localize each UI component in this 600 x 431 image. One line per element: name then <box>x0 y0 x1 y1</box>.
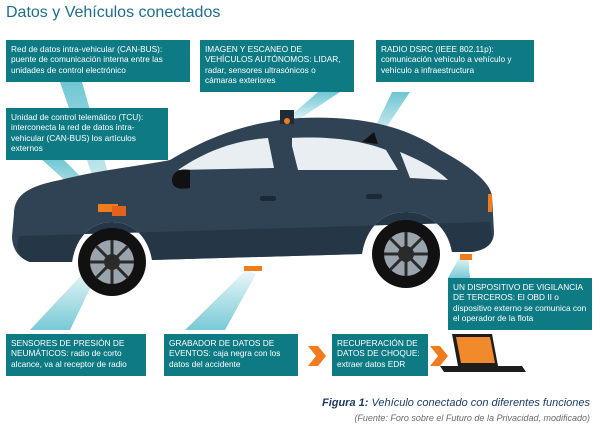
dsrc-antenna <box>362 132 378 144</box>
door-handle <box>366 194 382 199</box>
arrow-icon <box>430 346 448 366</box>
tire-beam <box>30 268 98 330</box>
headlight-can <box>98 204 118 212</box>
back-window <box>400 152 448 180</box>
imaging-beam <box>288 92 340 120</box>
car-shade <box>17 212 493 262</box>
crash-box: RECUPERACIÓN DE DATOS DE CHOQUE: extraer… <box>332 334 428 376</box>
imaging-box: IMAGEN Y ESCANEO DE VEHÍCULOS AUTÓNOMOS:… <box>200 40 354 92</box>
figure-title: Datos y Vehículos conectados <box>6 4 221 21</box>
rear-light <box>488 194 492 212</box>
third-party-box: UN DISPOSITIVO DE VIGILANCIA DE TERCEROS… <box>448 278 592 330</box>
rear-window <box>290 137 398 170</box>
dsrc-box: RADIO DSRC (IEEE 802.11p): comunicación … <box>376 40 534 82</box>
tire-box: SENSORES DE PRESIÓN DE NEUMÁTICOS: radio… <box>6 334 146 376</box>
side-mirror <box>172 169 190 189</box>
figure-caption: Figura 1: Vehículo conectado con diferen… <box>322 397 590 409</box>
rear-wheel <box>372 220 440 288</box>
recorder-box: GRABADOR DE DATOS DE EVENTOS: caja negra… <box>164 334 298 376</box>
front-window <box>178 138 274 170</box>
figure-source: (Fuente: Foro sobre el Futuro de la Priv… <box>354 413 590 423</box>
window-pillar <box>274 132 292 174</box>
lidar-light <box>284 118 290 124</box>
recorder-beam <box>185 270 256 330</box>
caption-text: Vehículo conectado con diferentes funcio… <box>368 397 590 409</box>
laptop-icon <box>440 334 526 372</box>
recorder-light <box>244 266 262 271</box>
lidar-sensor <box>280 110 294 124</box>
obd-light <box>460 254 472 260</box>
arrow-icon <box>308 346 326 366</box>
third-party-beam <box>448 256 470 278</box>
tcu-module <box>112 206 126 216</box>
tcu-box: Unidad de control telemático (TCU): inte… <box>6 108 168 160</box>
front-wheel <box>78 228 146 296</box>
caption-label: Figura 1: <box>321 397 369 409</box>
door-handle <box>260 196 276 201</box>
can-bus-box: Red de datos intra-vehicular (CAN-BUS): … <box>6 40 190 82</box>
